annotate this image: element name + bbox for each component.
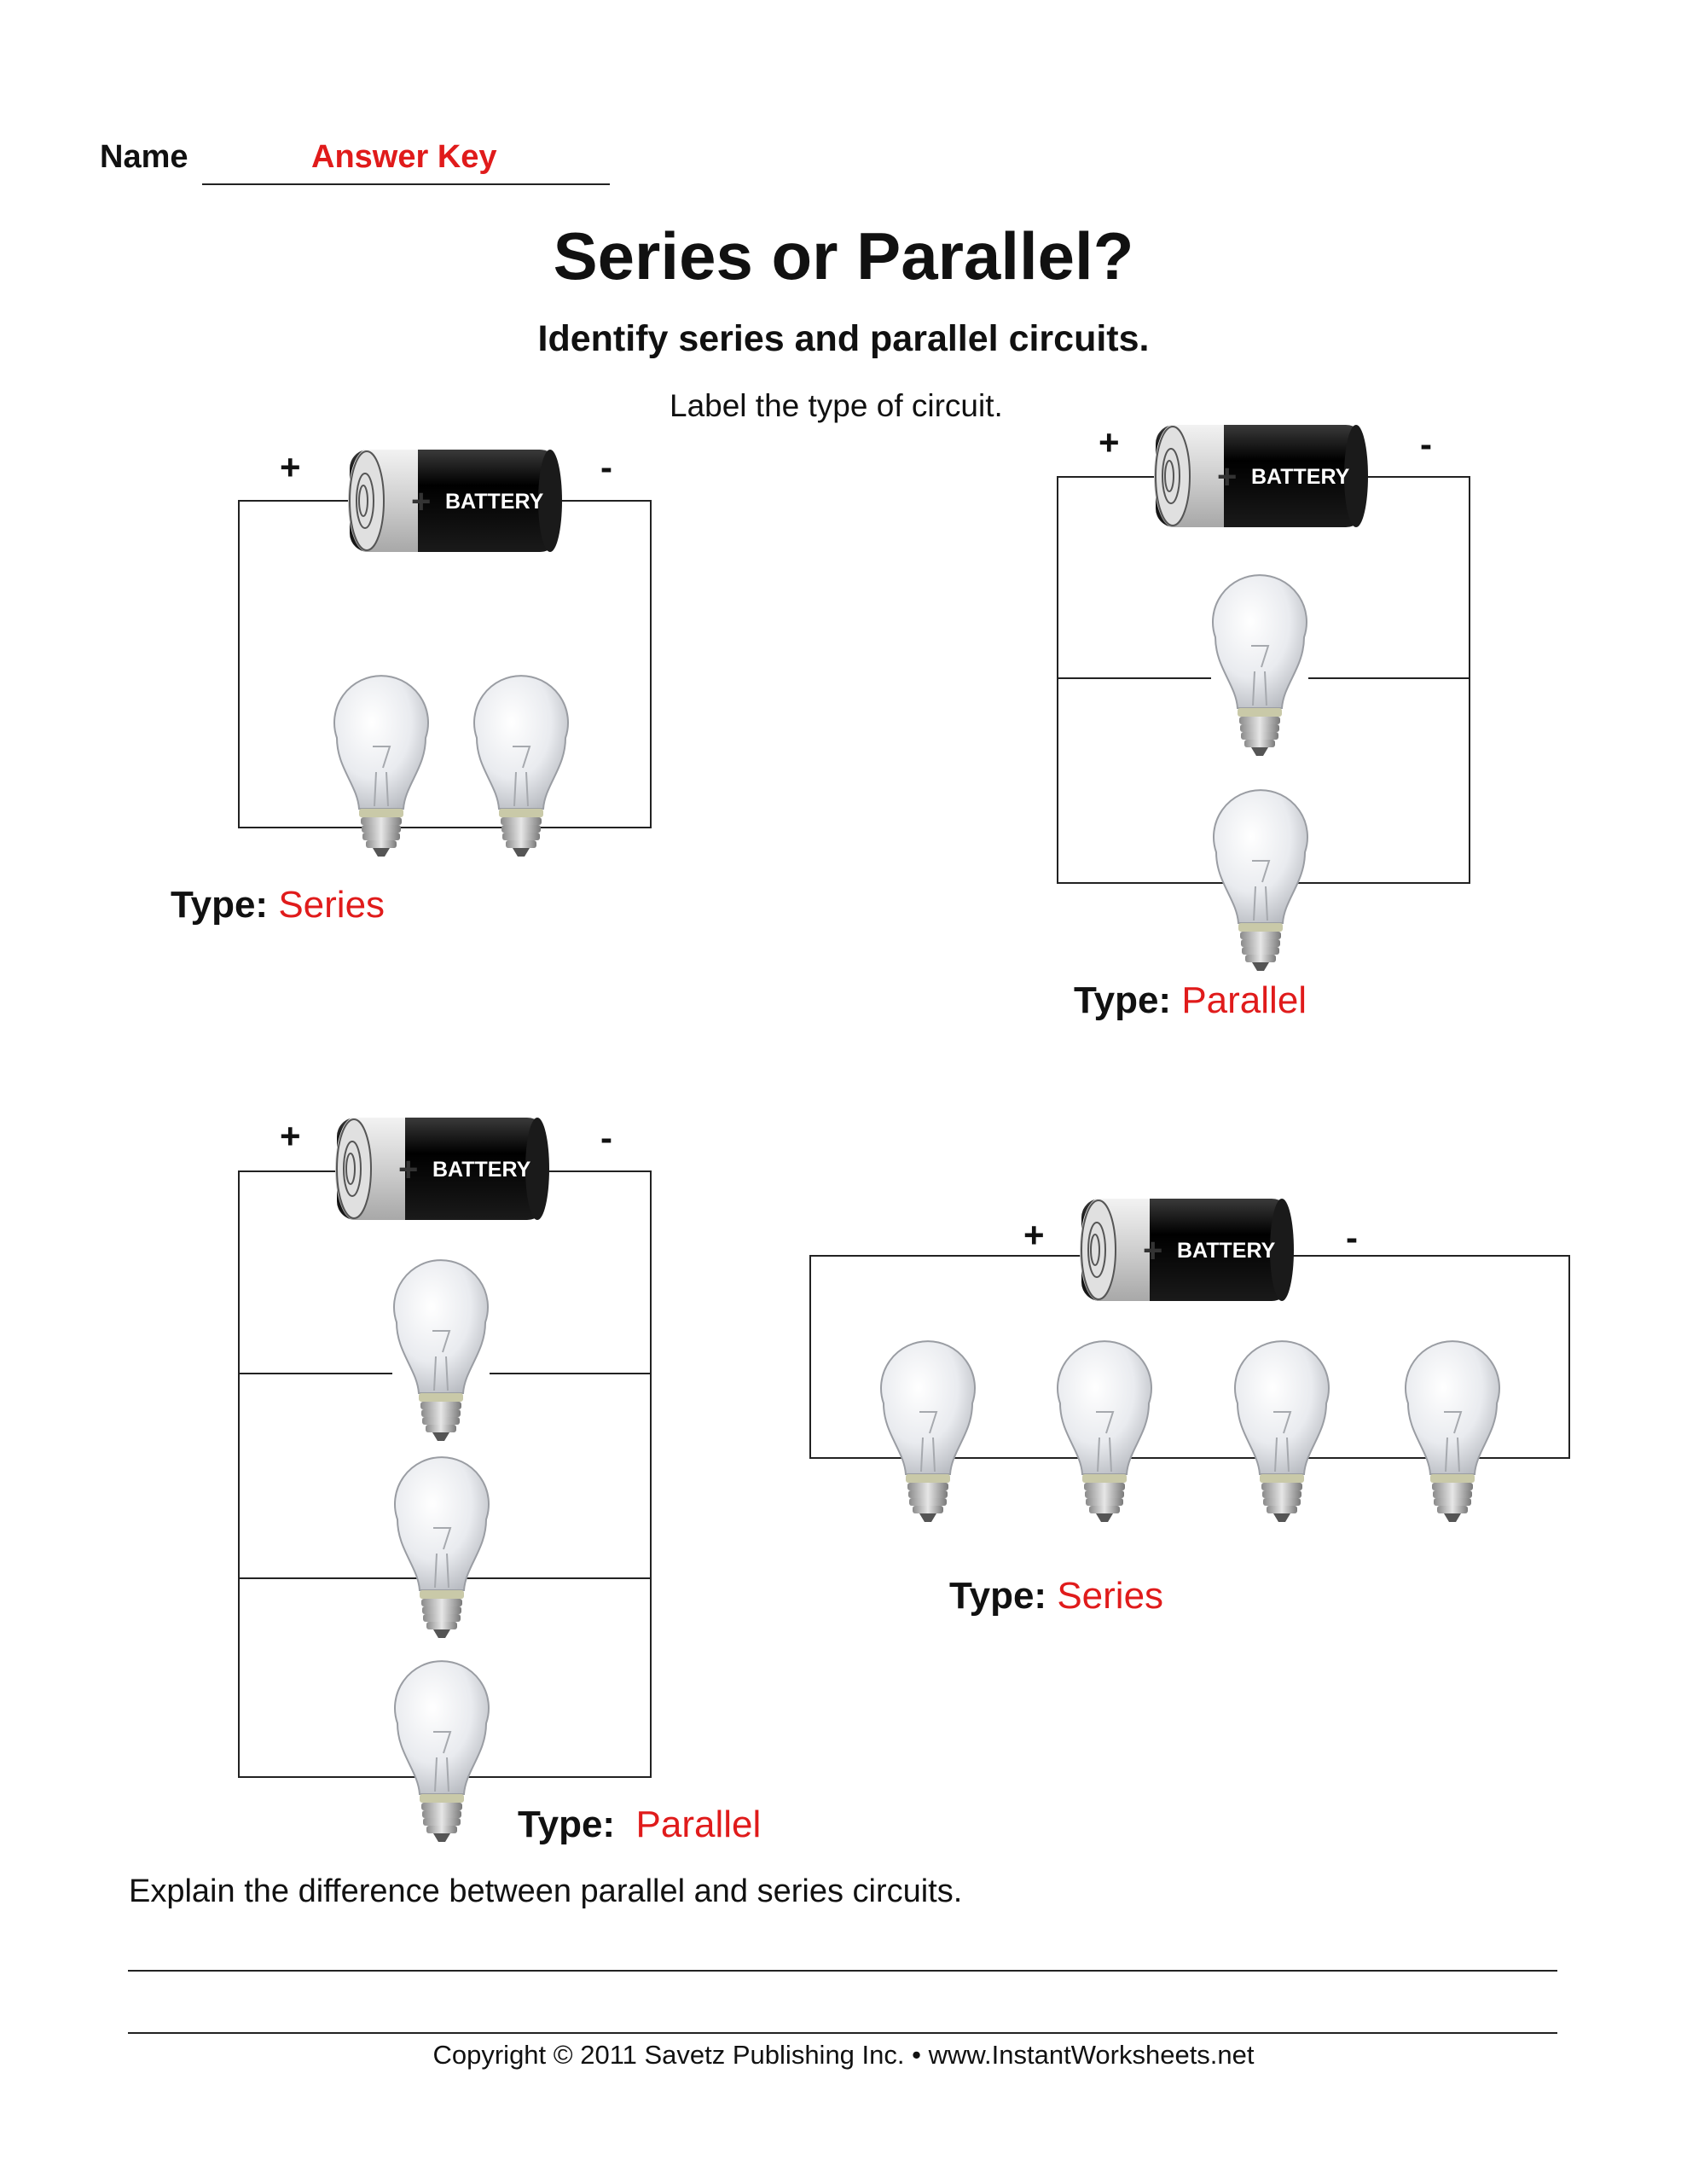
- battery-3: BATTERY: [334, 1117, 550, 1221]
- bulb-4a: [880, 1340, 976, 1523]
- page-subtitle: Identify series and parallel circuits.: [537, 318, 1150, 359]
- battery-3-plus: +: [280, 1116, 301, 1156]
- circuit-2-type: Type: Parallel: [1074, 979, 1307, 1022]
- circuit-3: BATTERY + -: [238, 1116, 652, 1843]
- circuit-3-type-label: Type:: [518, 1804, 616, 1845]
- name-answer-value: Answer Key: [311, 139, 497, 175]
- bulb-4c: [1234, 1340, 1330, 1523]
- answer-line-1[interactable]: [128, 1970, 1557, 1972]
- circuit-1-answer: Series: [278, 884, 386, 926]
- bulb-2a: [1212, 574, 1307, 757]
- circuit-1-type-label: Type:: [171, 884, 269, 926]
- battery-4-minus: -: [1346, 1217, 1358, 1258]
- instruction-text: Label the type of circuit.: [670, 388, 1003, 423]
- battery-3-label: BATTERY: [432, 1158, 531, 1182]
- name-field-line: [202, 183, 610, 185]
- page-title: Series or Parallel?: [553, 218, 1134, 293]
- answer-line-2[interactable]: [128, 2032, 1557, 2034]
- explain-question: Explain the difference between parallel …: [129, 1873, 963, 1909]
- battery-2: BATTERY: [1153, 424, 1369, 528]
- circuit-2: BATTERY + -: [1057, 422, 1470, 972]
- circuit-4: BATTERY + -: [809, 1198, 1570, 1523]
- circuit-2-answer: Parallel: [1181, 979, 1307, 1021]
- bulb-3a: [393, 1259, 489, 1442]
- name-label: Name: [100, 139, 188, 175]
- battery-3-minus: -: [600, 1118, 612, 1158]
- battery-2-label: BATTERY: [1251, 465, 1350, 489]
- battery-1: BATTERY: [347, 449, 563, 553]
- battery-2-minus: -: [1420, 424, 1432, 464]
- bulb-2b: [1213, 789, 1308, 972]
- circuit-1-type: Type: Series: [171, 884, 385, 926]
- circuit-1: BATTERY + -: [238, 447, 652, 857]
- battery-1-minus: -: [600, 447, 612, 487]
- circuit-4-type-label: Type:: [949, 1575, 1047, 1617]
- copyright-footer: Copyright © 2011 Savetz Publishing Inc. …: [432, 2040, 1255, 2070]
- battery-4: BATTERY: [1079, 1198, 1295, 1302]
- bulb-1a: [333, 675, 429, 857]
- battery-4-plus: +: [1023, 1215, 1045, 1255]
- circuit-4-type: Type: Series: [949, 1575, 1163, 1618]
- circuit-3-type: Type: Parallel: [518, 1804, 761, 1846]
- battery-1-plus: +: [280, 447, 301, 487]
- battery-2-plus: +: [1099, 422, 1120, 462]
- circuit-3-answer: Parallel: [635, 1804, 762, 1845]
- bulb-4d: [1405, 1340, 1500, 1523]
- circuit-4-answer: Series: [1057, 1575, 1164, 1617]
- battery-1-label: BATTERY: [445, 490, 544, 514]
- bulb-3c: [394, 1660, 490, 1843]
- bulb-1b: [473, 675, 569, 857]
- bulb-3b: [394, 1456, 490, 1639]
- bulb-4b: [1057, 1340, 1152, 1523]
- circuit-2-type-label: Type:: [1074, 979, 1172, 1021]
- battery-4-label: BATTERY: [1177, 1239, 1276, 1263]
